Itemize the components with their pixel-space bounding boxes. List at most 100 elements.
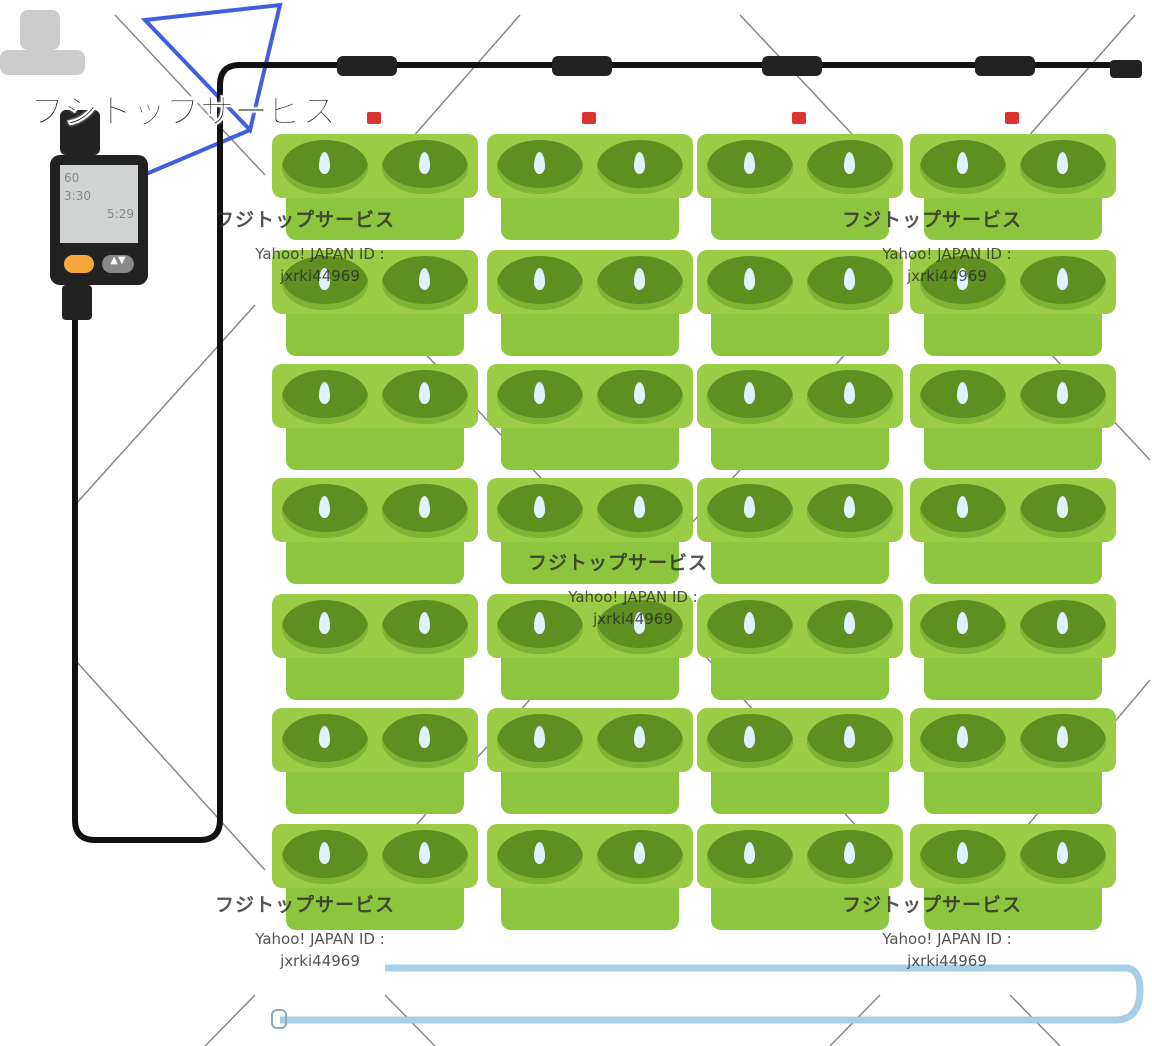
planter-pot: [597, 256, 683, 310]
planter-pot: [1020, 600, 1106, 654]
water-drop-icon: [634, 382, 645, 404]
water-tube: [72, 62, 1130, 843]
water-drop-icon: [319, 612, 330, 634]
watermark-id-label: Yahoo! JAPAN ID :: [882, 930, 1012, 948]
planter-pot: [920, 370, 1006, 424]
water-drop-icon: [634, 726, 645, 748]
drain-tube: [280, 964, 1144, 1024]
drip-emitter: [367, 112, 381, 124]
timer-arrow-button[interactable]: ▲▼: [102, 255, 134, 273]
water-drop-icon: [419, 382, 430, 404]
planter-pot: [920, 140, 1006, 194]
planter-module: [910, 244, 1116, 362]
water-drop-icon: [744, 612, 755, 634]
planter-pot: [707, 714, 793, 768]
water-drop-icon: [957, 496, 968, 518]
water-drop-icon: [634, 268, 645, 290]
tee-valve: [762, 56, 822, 76]
planter-module: [697, 128, 903, 246]
water-drop-icon: [1057, 382, 1068, 404]
watermark-id: Yahoo! JAPAN ID : jxrki44969: [862, 928, 1032, 972]
water-drop-icon: [744, 842, 755, 864]
watermark-id: Yahoo! JAPAN ID : jxrki44969: [862, 243, 1032, 287]
planter-pot: [497, 484, 583, 538]
planter-module: [487, 244, 693, 362]
water-drop-icon: [844, 842, 855, 864]
faucet: [20, 10, 60, 50]
water-drop-icon: [319, 268, 330, 290]
water-drop-icon: [419, 726, 430, 748]
tee-valve: [337, 56, 397, 76]
water-drop-icon: [534, 382, 545, 404]
water-drop-icon: [744, 726, 755, 748]
water-drop-icon: [634, 496, 645, 518]
planter-pot: [920, 484, 1006, 538]
planter-module: [272, 702, 478, 820]
planter-pot: [920, 256, 1006, 310]
planter-pot: [707, 370, 793, 424]
planter-pot: [282, 140, 368, 194]
water-drop-icon: [844, 382, 855, 404]
planter-module: [272, 588, 478, 706]
planter-module: [910, 128, 1116, 246]
drip-emitter: [1005, 112, 1019, 124]
water-drop-icon: [534, 612, 545, 634]
planter-module: [487, 818, 693, 936]
planter-module: [272, 244, 478, 362]
planter-pot: [282, 256, 368, 310]
water-drop-icon: [744, 152, 755, 174]
water-drop-icon: [534, 842, 545, 864]
planter-pot: [1020, 714, 1106, 768]
planter-module: [487, 358, 693, 476]
planter-pot: [382, 600, 468, 654]
water-drop-icon: [844, 268, 855, 290]
planter-module: [487, 588, 693, 706]
water-drop-icon: [1057, 152, 1068, 174]
lcd-line: 5:29: [107, 207, 134, 221]
water-drop-icon: [319, 152, 330, 174]
planter-pot: [707, 140, 793, 194]
water-drop-icon: [419, 612, 430, 634]
water-drop-icon: [957, 152, 968, 174]
planter-pot: [807, 830, 893, 884]
water-drop-icon: [634, 612, 645, 634]
planter-pot: [382, 140, 468, 194]
water-drop-icon: [744, 268, 755, 290]
timer-set-button[interactable]: [64, 255, 94, 273]
water-drop-icon: [534, 152, 545, 174]
planter-pot: [282, 714, 368, 768]
connector: [60, 110, 100, 155]
planter-module: [697, 244, 903, 362]
tee-valve: [552, 56, 612, 76]
planter-pot: [707, 830, 793, 884]
water-drop-icon: [319, 726, 330, 748]
watermark-id-label: Yahoo! JAPAN ID :: [255, 930, 385, 948]
lcd-line: 3:30: [64, 189, 91, 203]
planter-module: [697, 472, 903, 590]
planter-module: [697, 818, 903, 936]
drip-emitter: [582, 112, 596, 124]
water-drop-icon: [319, 382, 330, 404]
planter-pot: [707, 484, 793, 538]
planter-pot: [597, 600, 683, 654]
water-timer: 60 3:30 5:29 ▲▼: [50, 155, 148, 285]
planter-pot: [597, 830, 683, 884]
planter-pot: [807, 256, 893, 310]
planter-pot: [497, 714, 583, 768]
planter-pot: [1020, 370, 1106, 424]
watermark-brand: フジトップサービス: [842, 894, 1023, 916]
water-drop-icon: [1057, 268, 1068, 290]
water-drop-icon: [844, 152, 855, 174]
water-drop-icon: [744, 496, 755, 518]
planter-pot: [597, 484, 683, 538]
planter-module: [910, 702, 1116, 820]
planter-pot: [1020, 256, 1106, 310]
watermark-id-label: Yahoo! JAPAN ID :: [255, 245, 385, 263]
water-drop-icon: [319, 842, 330, 864]
planter-pot: [807, 370, 893, 424]
planter-pot: [1020, 484, 1106, 538]
planter-pot: [597, 714, 683, 768]
tee-valve: [975, 56, 1035, 76]
watermark-id-value: jxrki44969: [907, 267, 987, 285]
planter-module: [697, 702, 903, 820]
